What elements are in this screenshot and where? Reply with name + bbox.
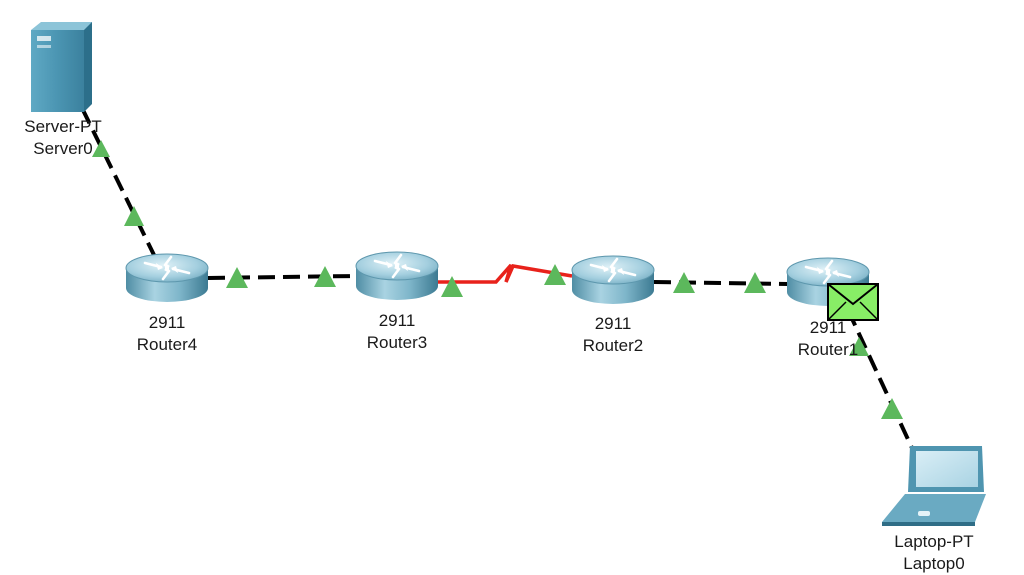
- server0-label: Server-PT Server0: [0, 116, 143, 160]
- router4-device[interactable]: [124, 252, 210, 304]
- router2-device[interactable]: [570, 254, 656, 306]
- link-router1-laptop0[interactable]: [846, 309, 914, 449]
- device-name: Router4: [136, 335, 198, 354]
- server-icon: [31, 22, 92, 112]
- link-status-up-icon: [881, 398, 903, 419]
- link-status-up-icon: [124, 206, 144, 226]
- link-status-indicators: [92, 140, 903, 419]
- router-icon: [124, 252, 210, 304]
- device-name: Router3: [366, 333, 428, 352]
- device-model: 2911: [809, 318, 847, 337]
- device-name: Router1: [797, 340, 859, 359]
- link-server0-router4[interactable]: [80, 107, 156, 256]
- link-status-up-icon: [314, 266, 336, 287]
- laptop0-device[interactable]: [882, 446, 986, 526]
- device-model: Laptop-PT: [894, 532, 974, 551]
- link-status-up-icon: [92, 140, 110, 157]
- pdu-envelope-icon[interactable]: [827, 283, 879, 321]
- device-model: 2911: [148, 313, 186, 332]
- laptop-icon: [882, 446, 986, 526]
- link-status-up-icon: [441, 276, 463, 297]
- link-status-up-icon: [673, 272, 695, 293]
- link-status-up-icon: [849, 337, 869, 356]
- link-status-up-icon: [226, 267, 248, 288]
- router3-label: 2911 Router3: [317, 310, 477, 354]
- device-name: Server0: [33, 139, 93, 158]
- link-router3-router2-serial[interactable]: [438, 263, 573, 284]
- device-model: 2911: [594, 314, 632, 333]
- router-icon: [570, 254, 656, 306]
- router3-device[interactable]: [354, 250, 440, 302]
- device-model: Server-PT: [24, 117, 102, 136]
- router-icon: [354, 250, 440, 302]
- link-status-up-icon: [744, 272, 766, 293]
- link-router2-router1[interactable]: [653, 280, 789, 286]
- laptop0-label: Laptop-PT Laptop0: [854, 531, 1014, 575]
- device-name: Laptop0: [903, 554, 965, 573]
- router4-label: 2911 Router4: [87, 312, 247, 356]
- device-model: 2911: [378, 311, 416, 330]
- link-status-up-icon: [544, 264, 566, 285]
- server0-device[interactable]: [31, 22, 92, 112]
- router2-label: 2911 Router2: [533, 313, 693, 357]
- router1-label: 2911 Router1: [748, 317, 908, 361]
- device-name: Router2: [582, 336, 644, 355]
- link-router4-router3[interactable]: [207, 274, 357, 280]
